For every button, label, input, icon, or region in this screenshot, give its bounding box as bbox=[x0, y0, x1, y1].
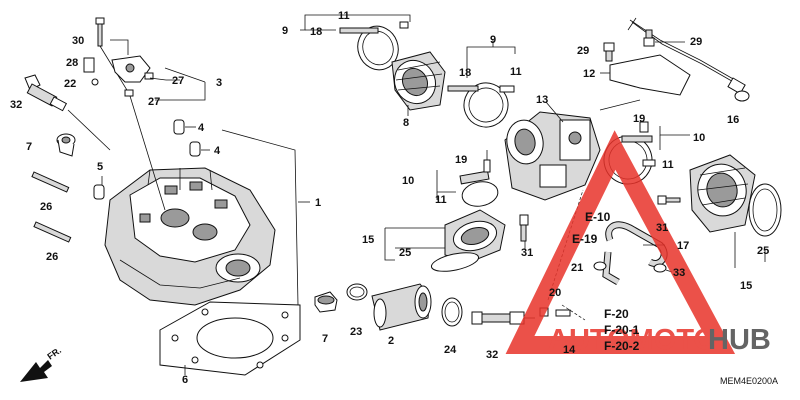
callout-21: 21 bbox=[571, 262, 583, 274]
cylinder-head bbox=[104, 167, 276, 306]
callout-28: 28 bbox=[66, 57, 78, 69]
callout-labels: 30 28 22 27 3 27 32 4 4 7 5 26 26 1 6 7 … bbox=[10, 10, 769, 386]
callout-4a: 4 bbox=[198, 122, 205, 134]
tube-clips bbox=[593, 261, 673, 273]
callout-26b: 26 bbox=[46, 251, 58, 263]
reference-codes: E-10 E-19 F-20 F-20-1 F-20-2 bbox=[572, 210, 640, 353]
intake-assembly bbox=[300, 14, 641, 331]
rear-intake-assembly bbox=[593, 17, 782, 286]
callout-11a: 11 bbox=[338, 10, 350, 22]
o-ring-25-right bbox=[748, 183, 782, 262]
ref-f-20: F-20 bbox=[604, 307, 629, 321]
plug-seal-left bbox=[56, 133, 76, 157]
callout-30: 30 bbox=[72, 35, 84, 47]
callout-32a: 32 bbox=[10, 99, 22, 111]
front-arrow-icon bbox=[20, 360, 52, 382]
callout-20: 20 bbox=[549, 287, 561, 299]
callout-17: 17 bbox=[677, 240, 689, 252]
callout-18b: 18 bbox=[459, 67, 471, 79]
callout-25b: 25 bbox=[757, 245, 769, 257]
spark-plug-right bbox=[471, 307, 571, 325]
callout-7a: 7 bbox=[26, 141, 32, 153]
callout-11b: 11 bbox=[510, 66, 522, 78]
hose-clamp-left-lower bbox=[459, 150, 499, 207]
callout-29b: 29 bbox=[690, 36, 702, 48]
callout-14: 14 bbox=[563, 344, 576, 356]
breather-tube bbox=[602, 221, 668, 286]
callout-10b: 10 bbox=[693, 132, 705, 144]
ref-f-20-2: F-20-2 bbox=[604, 339, 640, 353]
callout-32b: 32 bbox=[486, 349, 498, 361]
pin-5 bbox=[93, 176, 105, 200]
stud-bolts bbox=[31, 171, 72, 243]
callout-27a: 27 bbox=[172, 75, 184, 87]
head-gasket bbox=[159, 301, 301, 376]
intake-boot bbox=[391, 51, 446, 116]
plug-seal-bottom bbox=[314, 291, 338, 313]
bolt-31-mid bbox=[519, 214, 529, 250]
callout-16: 16 bbox=[727, 114, 739, 126]
cylinder-head-assembly bbox=[20, 17, 338, 382]
pipe-2 bbox=[371, 283, 432, 331]
callout-6: 6 bbox=[182, 374, 188, 386]
throttle-body bbox=[504, 99, 641, 201]
callout-24: 24 bbox=[444, 344, 457, 356]
pipe-bracket bbox=[600, 17, 750, 102]
callout-13: 13 bbox=[536, 94, 548, 106]
ref-f-20-1: F-20-1 bbox=[604, 323, 640, 337]
callout-23: 23 bbox=[350, 326, 362, 338]
watermark-text-b: HUB bbox=[708, 324, 771, 356]
callout-33: 33 bbox=[673, 267, 685, 279]
callout-11c: 11 bbox=[435, 194, 447, 206]
callout-19a: 19 bbox=[455, 154, 467, 166]
callout-31a: 31 bbox=[521, 247, 533, 259]
insulator bbox=[430, 209, 506, 272]
callout-19b: 19 bbox=[633, 113, 645, 125]
callout-31b: 31 bbox=[656, 222, 668, 234]
bolt-30 bbox=[95, 17, 131, 96]
watermark-logo: AUTOMOTO HUB bbox=[505, 130, 771, 356]
hose-clamp-mid bbox=[447, 82, 515, 128]
callout-15b: 15 bbox=[740, 280, 752, 292]
callout-25a: 25 bbox=[399, 247, 411, 259]
spark-plug-left bbox=[24, 74, 111, 151]
sensor-bracket bbox=[83, 39, 206, 211]
ref-e-19: E-19 bbox=[572, 232, 598, 246]
callout-15a: 15 bbox=[362, 234, 374, 246]
callout-3: 3 bbox=[216, 77, 222, 89]
callout-8: 8 bbox=[403, 117, 409, 129]
callout-1: 1 bbox=[315, 197, 321, 209]
callout-4b: 4 bbox=[214, 145, 221, 157]
callout-29a: 29 bbox=[577, 45, 589, 57]
callout-12: 12 bbox=[583, 68, 595, 80]
diagram-code: MEM4E0200A bbox=[720, 376, 778, 386]
callout-9b: 9 bbox=[490, 34, 496, 46]
hose-clamp-top bbox=[339, 21, 409, 71]
callout-2: 2 bbox=[388, 335, 394, 347]
callout-5: 5 bbox=[97, 161, 103, 173]
callout-11d: 11 bbox=[662, 159, 674, 171]
front-label: FR. bbox=[45, 345, 63, 362]
o-ring-24 bbox=[441, 297, 463, 327]
callout-26a: 26 bbox=[40, 201, 52, 213]
callout-10a: 10 bbox=[402, 175, 414, 187]
callout-22: 22 bbox=[64, 78, 76, 90]
callout-27b: 27 bbox=[148, 96, 160, 108]
dowel-pins bbox=[173, 119, 210, 157]
callout-18a: 18 bbox=[310, 26, 322, 38]
bolts-29 bbox=[603, 29, 685, 62]
watermark-text-a: AUTOMOTO bbox=[548, 324, 716, 356]
callout-9a: 9 bbox=[282, 25, 288, 37]
insulator-right bbox=[689, 154, 756, 268]
bolt-31-right bbox=[657, 195, 681, 205]
ref-e-10: E-10 bbox=[585, 210, 611, 224]
o-ring-23 bbox=[346, 283, 368, 301]
callout-7b: 7 bbox=[322, 333, 328, 345]
